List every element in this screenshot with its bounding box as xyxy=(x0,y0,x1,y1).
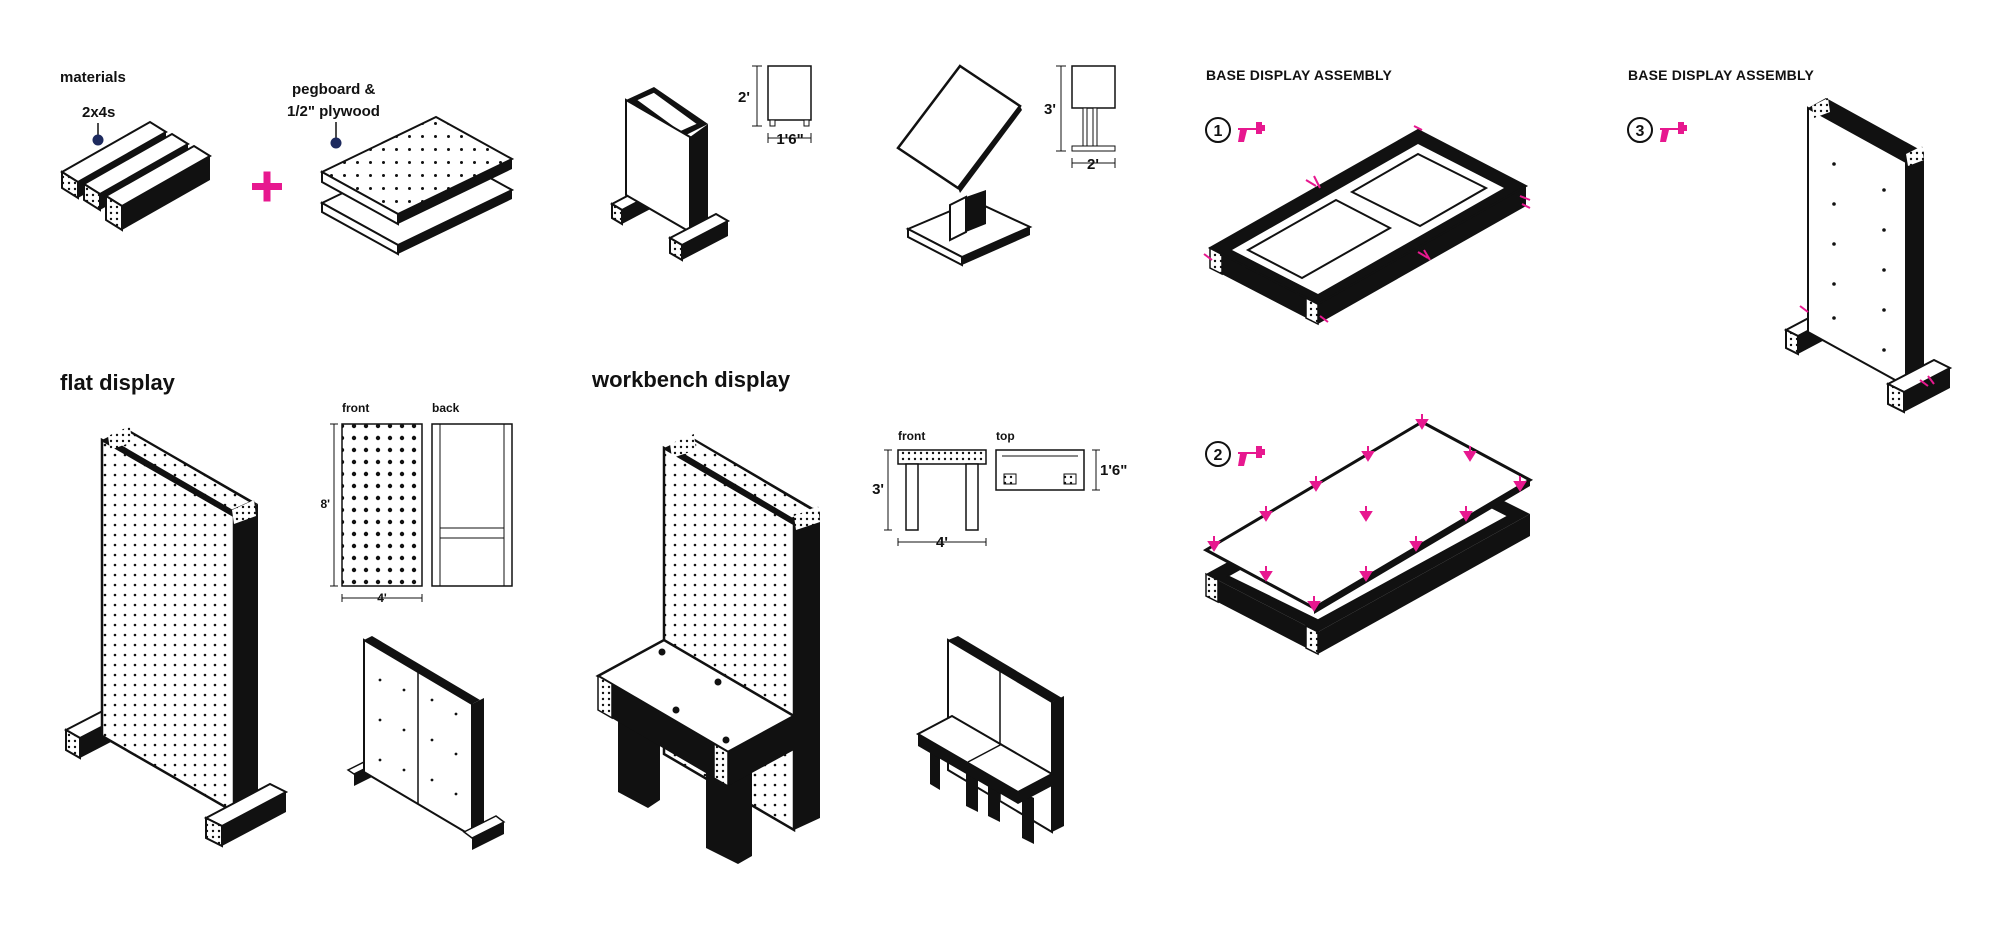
screw-marks xyxy=(1799,305,1935,387)
workbench-width: 4' xyxy=(936,534,948,551)
assembly-title-b: BASE DISPLAY ASSEMBLY xyxy=(1628,67,1814,83)
flat-dim-lines xyxy=(330,423,423,602)
plus-icon xyxy=(252,171,282,202)
materials-title: materials xyxy=(60,69,126,86)
screw-marks xyxy=(1203,125,1531,323)
pin-marker-icon xyxy=(92,123,104,146)
tilt-display-elevation xyxy=(1056,65,1116,168)
screw-arrows xyxy=(1207,414,1527,612)
upright-foot-right xyxy=(1885,358,1953,414)
lumber-board xyxy=(104,144,212,232)
step-number: 1 xyxy=(1214,123,1223,140)
workbench-front-elevation xyxy=(897,449,987,531)
workbench-section: workbench display front top xyxy=(591,367,1127,864)
pin-marker-icon xyxy=(330,122,342,149)
tilt-display-panel xyxy=(896,64,1022,193)
flat-display-foot-right xyxy=(203,782,289,848)
flat-back-elevation xyxy=(431,423,513,587)
flat-back-label: back xyxy=(432,401,460,415)
workbench-top-label: top xyxy=(996,429,1015,443)
workbench-double-view xyxy=(915,636,1064,844)
assembly-title-a: BASE DISPLAY ASSEMBLY xyxy=(1206,67,1392,83)
upright-fastener-dots xyxy=(1832,162,1886,352)
tilt-display-height: 3' xyxy=(1044,101,1056,118)
step-3-badge: 3 xyxy=(1627,117,1653,143)
small-display-foot-right xyxy=(667,212,731,262)
assembly-step-1: BASE DISPLAY ASSEMBLY 1 xyxy=(1203,67,1531,326)
workbench-top-elevation xyxy=(995,449,1085,491)
flat-display-panel xyxy=(100,426,258,815)
small-display-width: 1'6" xyxy=(776,131,803,148)
base-frame xyxy=(1207,128,1529,326)
flat-display-section: flat display front back xyxy=(60,370,513,850)
tilt-display-post xyxy=(949,190,986,242)
drill-icon xyxy=(1660,122,1687,142)
upright-frame xyxy=(1783,98,1924,388)
materials-section: materials 2x4s xyxy=(60,69,515,256)
lumber-label: 2x4s xyxy=(82,104,115,121)
assembly-step-3: BASE DISPLAY ASSEMBLY 3 xyxy=(1627,67,1953,414)
step-number: 2 xyxy=(1214,447,1223,464)
sheet-label-line1: pegboard & xyxy=(292,81,376,98)
tilt-display-width: 2' xyxy=(1087,156,1099,173)
drill-icon xyxy=(1238,446,1265,466)
pegboard-sheet xyxy=(319,115,515,226)
assembly-step-2: 2 xyxy=(1202,414,1534,656)
flat-display-title: flat display xyxy=(60,370,176,395)
workbench-iso xyxy=(595,434,820,864)
flat-front-elevation xyxy=(341,423,423,587)
workbench-title: workbench display xyxy=(591,367,791,392)
flat-width: 4' xyxy=(377,591,387,605)
tilt-display: 3' 2' xyxy=(896,64,1116,267)
workbench-front-label: front xyxy=(898,429,925,443)
step-1-badge: 1 xyxy=(1205,117,1231,143)
drill-icon xyxy=(1238,122,1265,142)
step-number: 3 xyxy=(1636,123,1645,140)
flat-front-label: front xyxy=(342,401,369,415)
small-display-height: 2' xyxy=(738,89,750,106)
workbench-dim-lines xyxy=(884,449,1100,546)
lumber-2x4-stack xyxy=(60,120,212,232)
workbench-depth: 1'6" xyxy=(1100,462,1127,479)
flat-height: 8' xyxy=(320,497,330,511)
flat-display-back-view xyxy=(346,636,506,850)
sheet-label-line2: 1/2" plywood xyxy=(287,103,380,120)
small-display-elevation xyxy=(752,65,812,143)
step-2-badge: 2 xyxy=(1205,441,1231,467)
workbench-height: 3' xyxy=(872,481,884,498)
small-display: 2' 1'6" xyxy=(609,65,812,262)
